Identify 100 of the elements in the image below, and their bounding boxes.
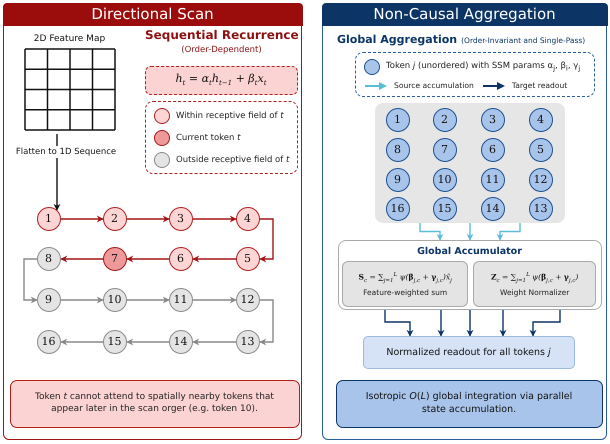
token-number: 4 [244,212,251,225]
edge-label: Flatten to 1D Sequence [14,146,118,158]
token-circle [102,330,126,354]
token-number: 5 [537,143,544,156]
token-circle [528,168,552,192]
legend-text: Current token t [176,132,240,142]
formula-box [144,66,298,94]
token-number: 2 [111,212,118,225]
token-circle [480,138,504,162]
token-circle [168,330,192,354]
token-number: 16 [390,202,404,215]
section-heading: Global Aggregation [337,33,458,46]
arrow [384,308,414,337]
arrow [192,338,236,346]
arrow [127,296,170,304]
note-text: Token t cannot attend to spatially nearby tokens that appear later in the scan orger (e.g. token 10). [34,392,275,416]
token-circle [36,288,60,312]
token-circle [480,108,504,132]
arrow [193,216,237,222]
panel-title: Directional Scan [91,5,214,23]
token-number: 6 [177,252,184,265]
token-circle [236,330,260,354]
summary-text: Isotropic O(L) global integration via parallel state accumulation. [364,391,574,416]
token-number: 8 [394,143,401,156]
arrow [438,310,444,337]
arrow [466,223,474,241]
token-number: 10 [438,173,452,186]
token-number: 13 [240,335,254,348]
token-number: 6 [489,143,496,156]
token-panel [374,102,564,222]
token-circle [528,196,552,220]
arrow [126,256,169,262]
arrow [126,338,169,346]
token-circle [432,138,456,162]
token-number: 13 [534,202,548,215]
token-number: 15 [438,202,452,215]
token-circle [36,330,60,354]
token-number: 3 [489,113,496,126]
token-circle [102,288,126,312]
token-circle [102,246,126,270]
arrow [466,310,474,337]
arrow [530,308,561,337]
arrow [193,296,237,304]
token-number: 9 [394,173,401,186]
token-circle [36,246,60,270]
token-circle [36,206,60,230]
token-number: 5 [244,252,251,265]
section-subheading: (Order-Dependent) [180,45,263,55]
panel-title: Non-Causal Aggregation [373,5,556,23]
token-circle [528,108,552,132]
token-number: 4 [537,113,544,126]
arrow [60,256,103,262]
token-number: 2 [441,113,448,126]
token-number: 14 [174,335,188,348]
readout-box [362,336,574,368]
token-number: 15 [108,335,122,348]
note-box [10,380,300,428]
token-number: 12 [240,293,254,306]
arrow [61,216,104,222]
token-number: 7 [441,143,448,156]
arrow [127,216,170,222]
formula: h$_{t}$ = α$_{t}$h$_{t−1}$ + β$_{t}$x$_{t}$ [175,72,267,88]
arrow [192,256,236,262]
token-circle [386,108,410,132]
token-circle [432,196,456,220]
token-number: 14 [486,202,500,215]
formula-box [342,261,468,308]
token-circle [386,168,410,192]
token-number: 8 [45,252,52,265]
token-number: 1 [394,113,401,126]
formula-box [473,261,596,308]
token-circle [236,246,260,270]
token-number: 3 [177,212,184,225]
token-number: 1 [45,212,52,225]
legend-text: Outside receptive field of t [176,154,290,164]
arrow [500,310,506,337]
summary-box [336,380,602,428]
legend-text: Within receptive field of t [176,110,284,120]
token-number: 9 [45,293,52,306]
legend-text: Token j (unordered) with SSM params α$_{j}$, β$_{i}$, γ$_{j}$ [386,60,580,72]
token-circle [236,206,260,230]
arrow [496,223,521,241]
arrow [259,299,274,346]
token-circle [236,288,260,312]
section-heading: Sequential Recurrence [145,28,298,42]
grid-title: 2D Feature Map [34,34,106,44]
panel [322,3,607,440]
panel [3,3,302,440]
token-number: 11 [174,293,188,306]
token-number: 11 [486,173,500,186]
token-circle [168,246,192,270]
token-number: 7 [111,252,118,265]
token-circle [432,108,456,132]
token-circle [386,138,410,162]
token-circle [528,138,552,162]
arrow [61,296,104,304]
token-number: 10 [108,293,122,306]
token-circle [168,288,192,312]
token-circle [480,196,504,220]
token-number: 16 [42,335,56,348]
